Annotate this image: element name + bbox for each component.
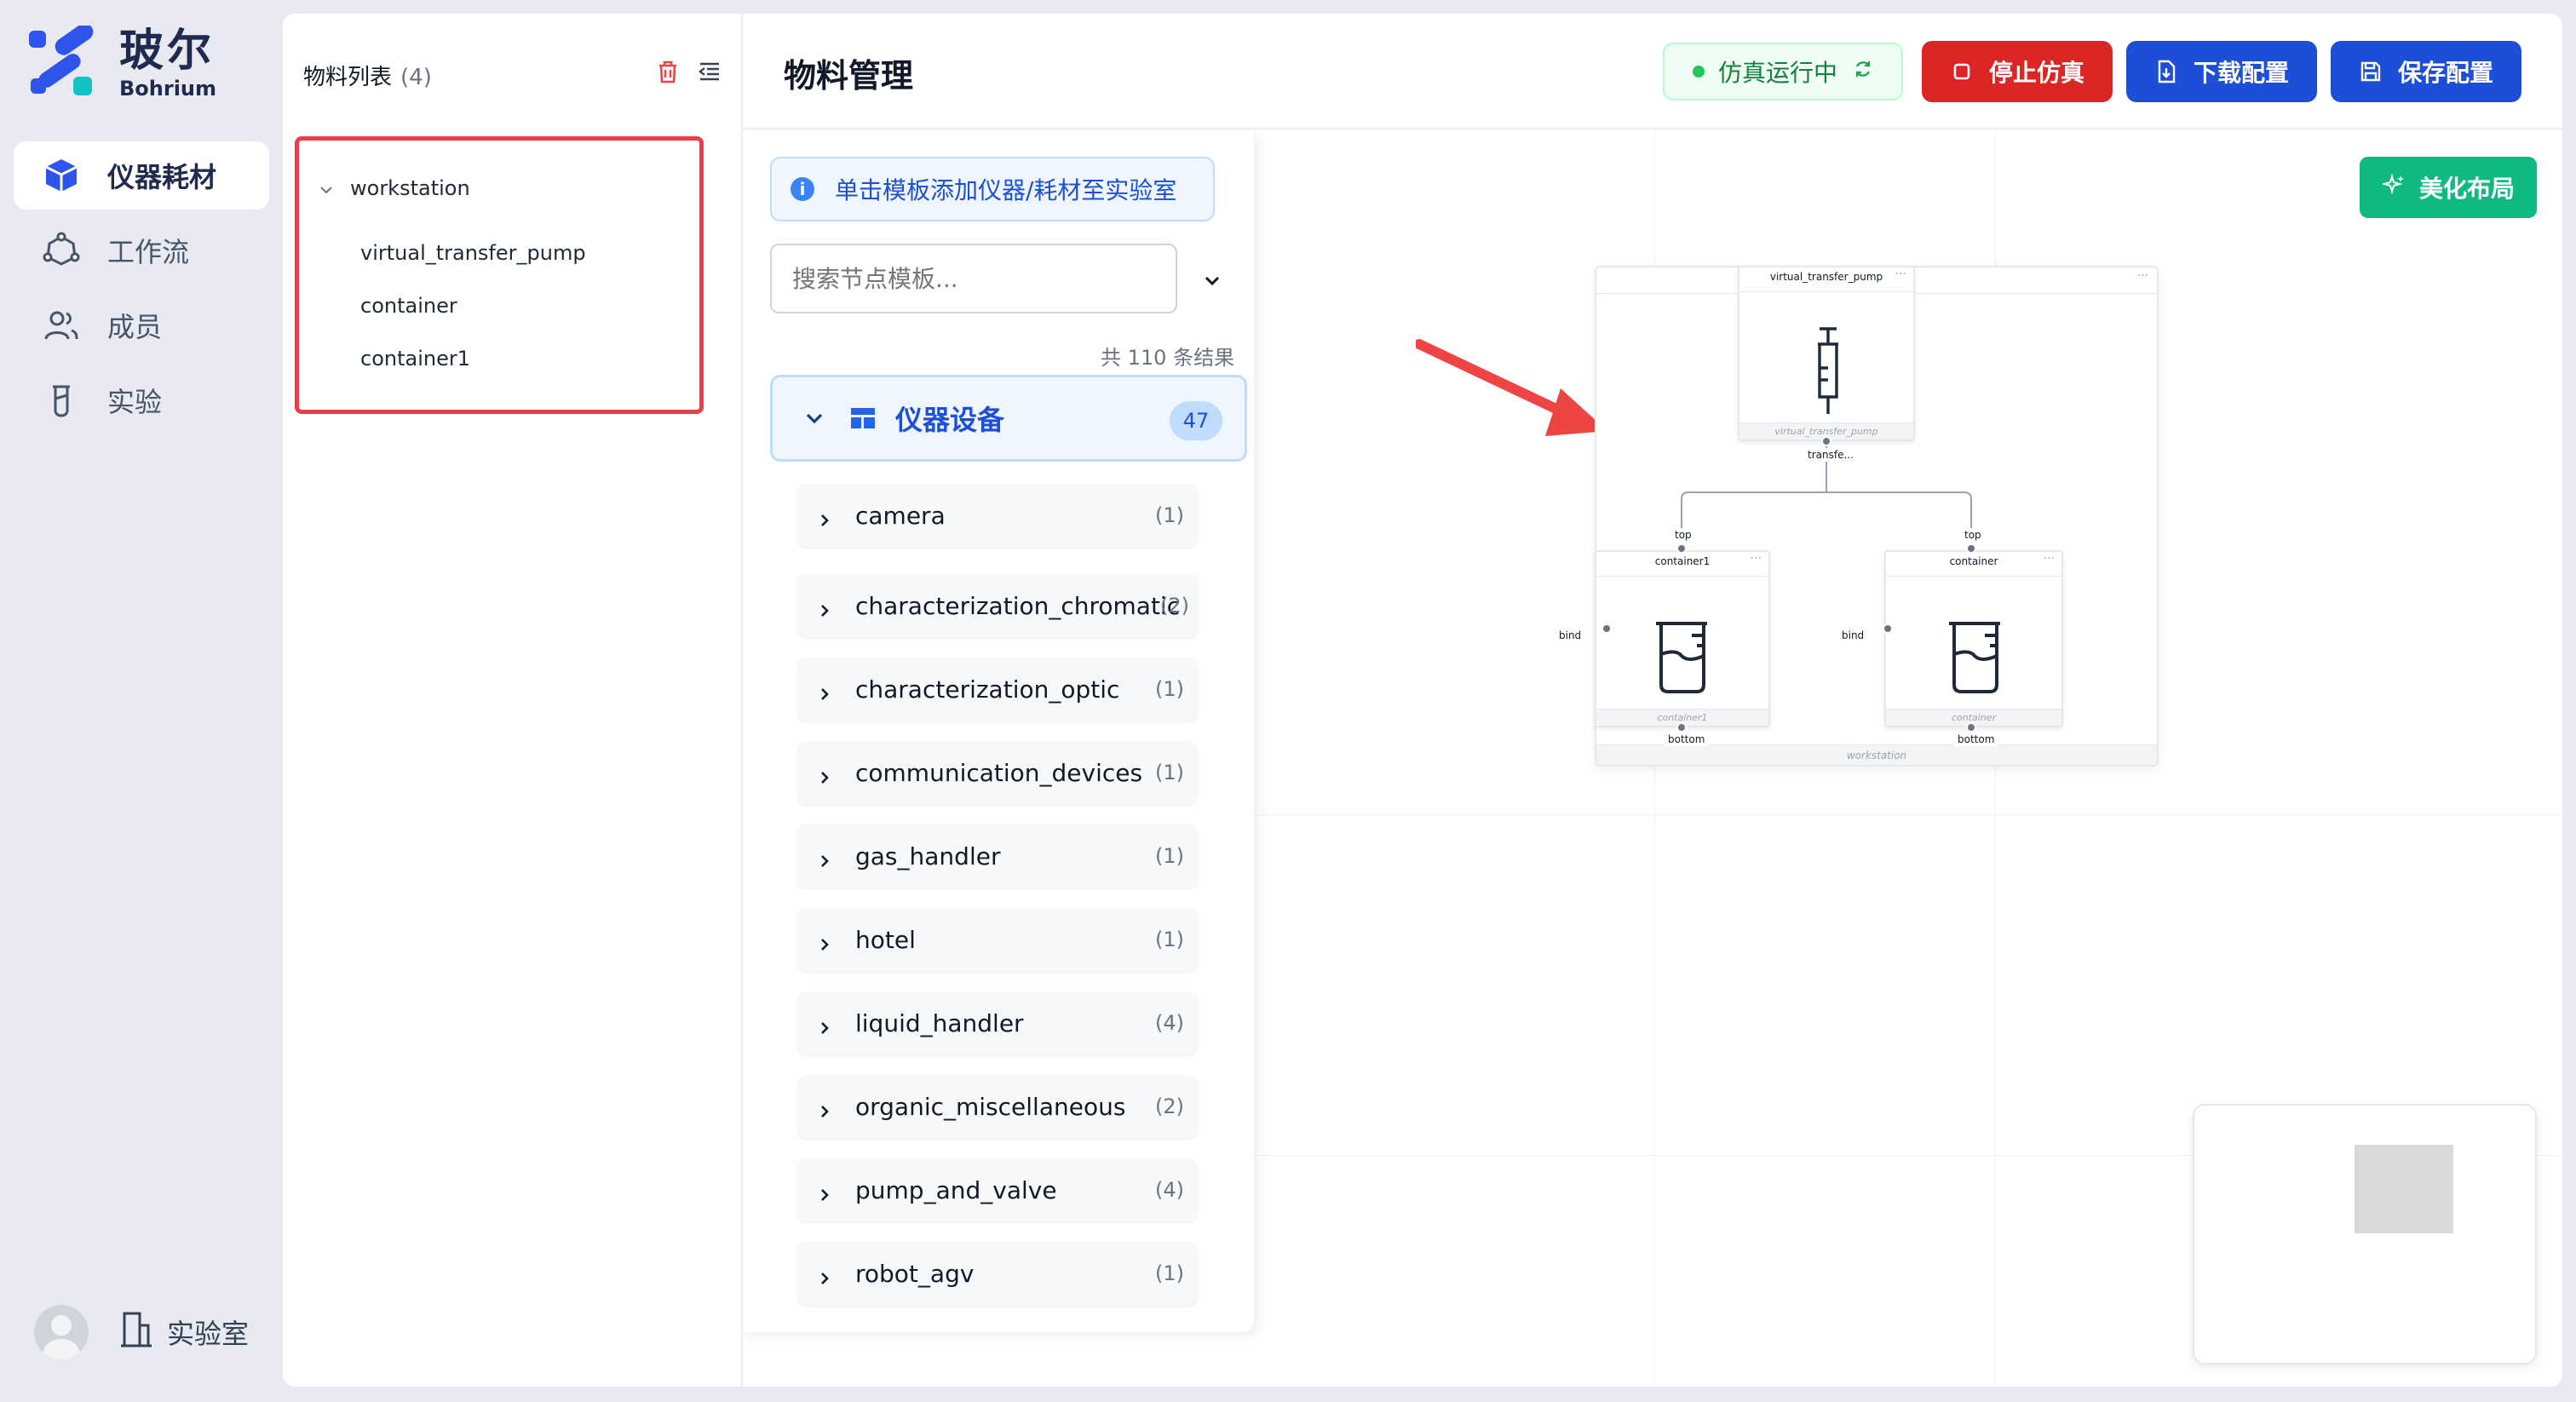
node-virtual-transfer-pump[interactable]: virtual_transfer_pump ··· virtual_transf… [1738, 266, 1915, 441]
template-item-liquid-handler[interactable]: liquid_handler (4) [797, 991, 1198, 1054]
chevron-right-icon [816, 848, 833, 867]
users-icon [41, 305, 82, 346]
trash-icon[interactable] [654, 58, 681, 85]
save-icon [2359, 60, 2383, 83]
collapse-menu-icon[interactable] [697, 60, 722, 83]
node-container[interactable]: container ··· container [1884, 550, 2063, 727]
container1-bottom-port[interactable] [1676, 722, 1687, 733]
info-icon: i [791, 177, 814, 201]
nav-item-members[interactable]: 成员 [14, 291, 269, 359]
category-count-badge: 47 [1170, 401, 1222, 440]
info-tip: i 单击模板添加仪器/耗材至实验室 [770, 157, 1215, 221]
nav-item-instruments[interactable]: 仪器耗材 [14, 141, 269, 210]
container-top-port[interactable] [1966, 543, 1976, 554]
material-count: (4) [400, 65, 432, 90]
beaker-icon [1949, 622, 2000, 693]
stop-icon [1950, 60, 1974, 83]
category-instruments[interactable]: 仪器设备 47 [770, 375, 1247, 462]
brand-logo[interactable]: 玻尔 Bohrium [24, 23, 217, 102]
template-item-hotel[interactable]: hotel (1) [797, 908, 1198, 971]
tree-node[interactable]: virtual_transfer_pump [360, 241, 586, 265]
chevron-right-icon [816, 931, 833, 951]
material-tree: workstation virtual_transfer_pump contai… [295, 136, 704, 414]
chevron-down-icon [803, 407, 825, 429]
nav-label: 成员 [107, 311, 163, 343]
refresh-icon[interactable] [1853, 59, 1873, 85]
brand-name-en: Bohrium [119, 77, 217, 101]
annotation-arrow-icon [1416, 339, 1607, 436]
lab-label[interactable]: 实验室 [167, 1318, 250, 1350]
template-item-camera[interactable]: camera (1) [797, 484, 1198, 547]
page-title: 物料管理 [784, 57, 914, 95]
left-nav: 玻尔 Bohrium 仪器耗材 工作流 成员 实验 实验室 [0, 0, 281, 1402]
beaker-icon [1656, 622, 1707, 693]
nav-label: 实验 [107, 386, 163, 418]
more-icon[interactable]: ··· [2136, 269, 2148, 283]
material-list-panel: 物料列表(4) workstation virtual_transfer_pum… [283, 14, 743, 1387]
chevron-right-icon [816, 1098, 833, 1118]
container-bind-port[interactable] [1883, 623, 1893, 634]
chevron-right-icon [816, 1265, 833, 1284]
nav-label: 工作流 [107, 236, 190, 268]
simulation-status-badge: 仿真运行中 [1663, 43, 1903, 101]
avatar[interactable] [34, 1305, 89, 1359]
chevron-down-icon[interactable] [1201, 269, 1223, 291]
chevron-down-icon[interactable] [318, 180, 335, 197]
node-container1[interactable]: container1 ··· container1 [1595, 550, 1770, 727]
download-file-icon [2154, 60, 2178, 83]
flow-canvas[interactable]: i 单击模板添加仪器/耗材至实验室 共 110 条结果 仪器设备 47 [743, 131, 2562, 1387]
chevron-right-icon [816, 681, 833, 700]
brand-name-cn: 玻尔 [119, 26, 216, 77]
flask-icon [41, 380, 82, 421]
container-bottom-port[interactable] [1966, 722, 1976, 733]
minimap-viewport[interactable] [2355, 1145, 2453, 1233]
tree-node[interactable]: container [360, 294, 457, 318]
chevron-right-icon [816, 597, 833, 617]
more-icon[interactable]: ··· [1895, 267, 1906, 281]
more-icon[interactable]: ··· [1750, 552, 1762, 566]
nav-label: 仪器耗材 [107, 161, 217, 193]
container1-top-port[interactable] [1676, 543, 1687, 554]
cube-icon [41, 155, 82, 196]
template-item-communication-devices[interactable]: communication_devices (1) [797, 741, 1198, 804]
beautify-layout-button[interactable]: 美化布局 [2360, 157, 2537, 218]
template-item-organic-miscellaneous[interactable]: organic_miscellaneous (2) [797, 1075, 1198, 1138]
tree-node[interactable]: container1 [360, 347, 470, 371]
minimap[interactable] [2193, 1104, 2537, 1365]
main-area: 物料管理 仿真运行中 停止仿真 下载配置 保存配置 i [743, 14, 2562, 1387]
template-item-robot-agv[interactable]: robot_agv (1) [797, 1242, 1198, 1305]
material-list-title: 物料列表(4) [303, 65, 432, 90]
template-search-input[interactable] [770, 244, 1177, 313]
page-header: 物料管理 仿真运行中 停止仿真 下载配置 保存配置 [743, 14, 2562, 129]
pump-port[interactable] [1821, 436, 1831, 446]
template-item-gas-handler[interactable]: gas_handler (1) [797, 825, 1198, 888]
template-item-characterization-optic[interactable]: characterization_optic (1) [797, 658, 1198, 721]
chevron-right-icon [816, 1014, 833, 1034]
template-item-pump-and-valve[interactable]: pump_and_valve (4) [797, 1158, 1198, 1221]
more-icon[interactable]: ··· [2043, 552, 2055, 566]
bohrium-logo-icon [24, 23, 101, 102]
layout-grid-icon [849, 405, 877, 432]
stop-simulation-button[interactable]: 停止仿真 [1922, 41, 2113, 102]
syringe-icon [1818, 327, 1838, 414]
group-footer: workstation [1596, 744, 2157, 765]
sparkles-icon [2381, 172, 2406, 203]
template-item-characterization-chromatic[interactable]: characterization_chromatic (2) [797, 574, 1198, 637]
nav-item-experiments[interactable]: 实验 [14, 366, 269, 434]
status-dot-icon [1692, 66, 1705, 78]
workflow-icon [41, 230, 82, 271]
chevron-right-icon [816, 507, 833, 526]
workstation-group-node[interactable]: ··· workstation virtual_transfer_pump ··… [1555, 266, 2159, 767]
result-count: 共 110 条结果 [1101, 346, 1235, 370]
download-config-button[interactable]: 下载配置 [2126, 41, 2317, 102]
chevron-right-icon [816, 764, 833, 784]
building-icon[interactable] [119, 1310, 153, 1354]
node-template-panel: i 单击模板添加仪器/耗材至实验室 共 110 条结果 仪器设备 47 [743, 131, 1254, 1332]
container1-bind-port[interactable] [1601, 623, 1612, 634]
chevron-right-icon [816, 1181, 833, 1201]
tree-node-workstation[interactable]: workstation [318, 176, 470, 200]
nav-item-workflow[interactable]: 工作流 [14, 216, 269, 284]
save-config-button[interactable]: 保存配置 [2331, 41, 2521, 102]
